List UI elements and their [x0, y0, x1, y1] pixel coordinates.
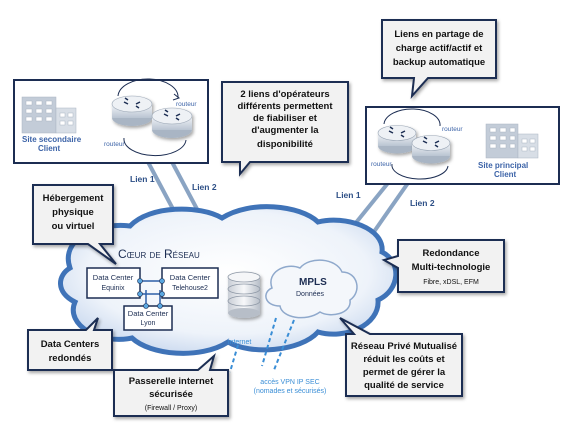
data-center-telehouse	[161, 267, 219, 299]
right-link-2-label: Lien 2	[410, 198, 435, 208]
primary-site-label-1: Site principal	[478, 161, 528, 170]
dc-lyon-line2: Lyon	[141, 320, 156, 327]
callout-redundancy-line2: Multi-technologie	[412, 262, 491, 273]
left-link-1-label: Lien 1	[130, 174, 155, 184]
callout-operators-line3: de fiabiliser et	[253, 113, 318, 124]
callout-gateway-sub: (Firewall / Proxy)	[145, 405, 198, 412]
secondary-router-left-label: routeur	[104, 141, 125, 148]
dc-telehouse-line2: Telehouse2	[172, 285, 208, 292]
callout-operators	[221, 81, 349, 177]
sync-arrow-icon	[391, 163, 449, 180]
sync-arrow-icon	[123, 137, 187, 157]
dashed-access-lines	[229, 317, 295, 373]
callout-private-line1: Réseau Privé Mutualisé	[351, 341, 457, 352]
internet-label: internet	[228, 339, 251, 346]
callout-sharing-line3: backup automatique	[393, 57, 485, 68]
mpls-cloud	[265, 259, 358, 319]
callout-private-line4: qualité de service	[364, 380, 444, 391]
primary-site-label-2: Client	[494, 170, 517, 179]
router-icon	[111, 95, 153, 126]
primary-site-box: routeur routeur Site principal Client	[365, 106, 560, 185]
callout-gateway	[113, 353, 229, 417]
callout-operators-line4: d'augmenter la	[251, 125, 319, 136]
dc-equinix-line1: Data Center	[93, 273, 134, 282]
callout-datacenters-line1: Data Centers	[41, 339, 100, 350]
callout-hosting-line1: Hébergement	[43, 193, 105, 204]
dc-equinix-line2: Equinix	[102, 285, 125, 292]
callout-private-line3: permet de gérer la	[363, 367, 446, 378]
callout-gateway-line1: Passerelle internet	[129, 376, 214, 387]
building-icon	[485, 123, 539, 159]
right-link-1-label: Lien 1	[336, 190, 361, 200]
callout-redundancy	[381, 239, 505, 293]
router-icon	[151, 107, 193, 138]
callout-sharing-line2: charge actif/actif et	[396, 43, 483, 54]
callout-operators-line2: différents permettent	[237, 101, 333, 112]
core-title: Cœur de Réseau	[118, 247, 200, 261]
callout-hosting-line3: ou virtuel	[52, 221, 95, 232]
callout-gateway-line2: sécurisée	[149, 389, 193, 400]
callout-redundancy-sub: Fibre, xDSL, EFM	[423, 279, 479, 286]
vpn-label-2: (nomades et sécurisés)	[254, 388, 327, 395]
callout-sharing	[381, 19, 497, 100]
left-link-2-label: Lien 2	[192, 182, 217, 192]
secondary-site-label-2: Client	[38, 144, 61, 153]
primary-router-left-label: routeur	[371, 161, 392, 168]
router-icon	[377, 125, 417, 154]
callout-datacenters	[27, 317, 113, 371]
router-icon	[411, 135, 451, 164]
mpls-title: MPLS	[299, 277, 327, 288]
sync-arrow-icon	[117, 78, 179, 99]
data-center-group: Data Center Equinix Data Center Telehous…	[86, 267, 219, 331]
secondary-router-top-label: routeur	[176, 101, 197, 108]
mpls-subtitle: Données	[296, 291, 325, 298]
secondary-site-label-1: Site secondaire	[22, 135, 82, 144]
callout-redundancy-line1: Redondance	[422, 248, 479, 259]
data-center-lyon	[123, 305, 173, 331]
callout-operators-line5: disponibilité	[257, 139, 313, 150]
secondary-site-box: Site secondaire Client routeur routeur	[13, 78, 209, 164]
callout-operators-line1: 2 liens d'opérateurs	[240, 89, 329, 100]
callout-hosting-line2: physique	[52, 207, 94, 218]
callout-hosting	[32, 184, 117, 265]
database-icon	[227, 271, 261, 318]
callout-sharing-line1: Liens en partage de	[394, 29, 483, 40]
callout-private-line2: réduit les coûts et	[363, 354, 445, 365]
primary-router-top-label: routeur	[442, 126, 463, 133]
dc-telehouse-line1: Data Center	[170, 273, 211, 282]
dc-lyon-line1: Data Center	[128, 309, 169, 318]
callout-datacenters-line2: redondés	[49, 353, 92, 364]
sync-arrow-icon	[383, 108, 441, 127]
building-icon	[21, 96, 77, 134]
callout-private	[339, 317, 463, 397]
vpn-label-1: accès VPN IP SEC	[260, 379, 319, 386]
